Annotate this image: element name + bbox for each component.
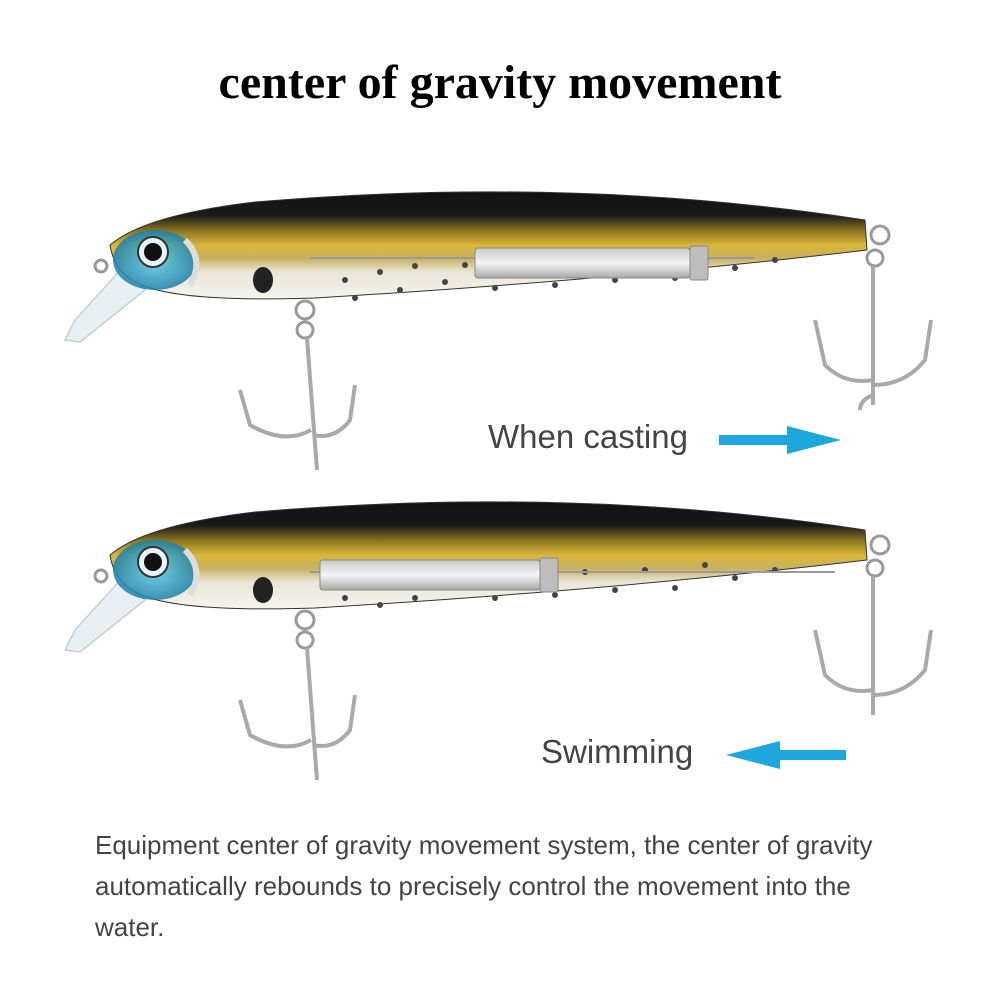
swimming-label: Swimming — [541, 733, 694, 770]
lure-image-swimming — [63, 501, 933, 780]
arrow-left-icon — [726, 741, 846, 769]
lure-image-casting — [63, 191, 933, 470]
when-casting-label: When casting — [488, 418, 688, 455]
arrow-right-icon — [719, 426, 841, 454]
description-text: Equipment center of gravity movement sys… — [95, 830, 873, 942]
page-title: center of gravity movement — [218, 56, 782, 109]
